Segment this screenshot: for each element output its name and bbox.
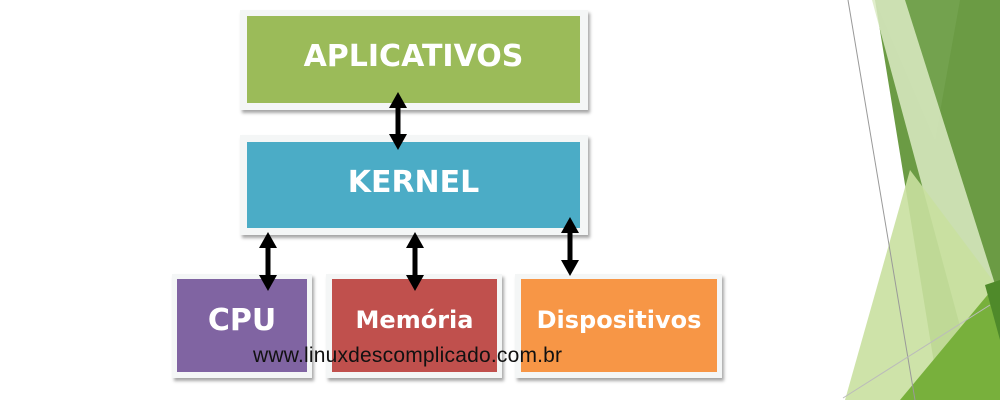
arrow-kernel-mem bbox=[406, 232, 424, 291]
node-aplicativos: APLICATIVOS bbox=[247, 16, 580, 103]
arrow-kernel-cpu bbox=[259, 232, 277, 291]
node-label: CPU bbox=[207, 303, 277, 338]
node-label: Memória bbox=[355, 305, 474, 334]
node-label: KERNEL bbox=[347, 164, 480, 200]
node-label: APLICATIVOS bbox=[303, 39, 524, 74]
node-dispositivos: Dispositivos bbox=[521, 279, 717, 372]
watermark: www.linuxdescomplicado.com.br bbox=[253, 344, 563, 367]
node-label: Dispositivos bbox=[536, 305, 702, 334]
node-cpu: CPU bbox=[177, 279, 307, 372]
node-kernel: KERNEL bbox=[247, 142, 580, 228]
arrow-apps-kernel bbox=[389, 92, 407, 150]
arrow-kernel-dev bbox=[561, 217, 579, 276]
node-memoria: Memória bbox=[332, 279, 497, 372]
